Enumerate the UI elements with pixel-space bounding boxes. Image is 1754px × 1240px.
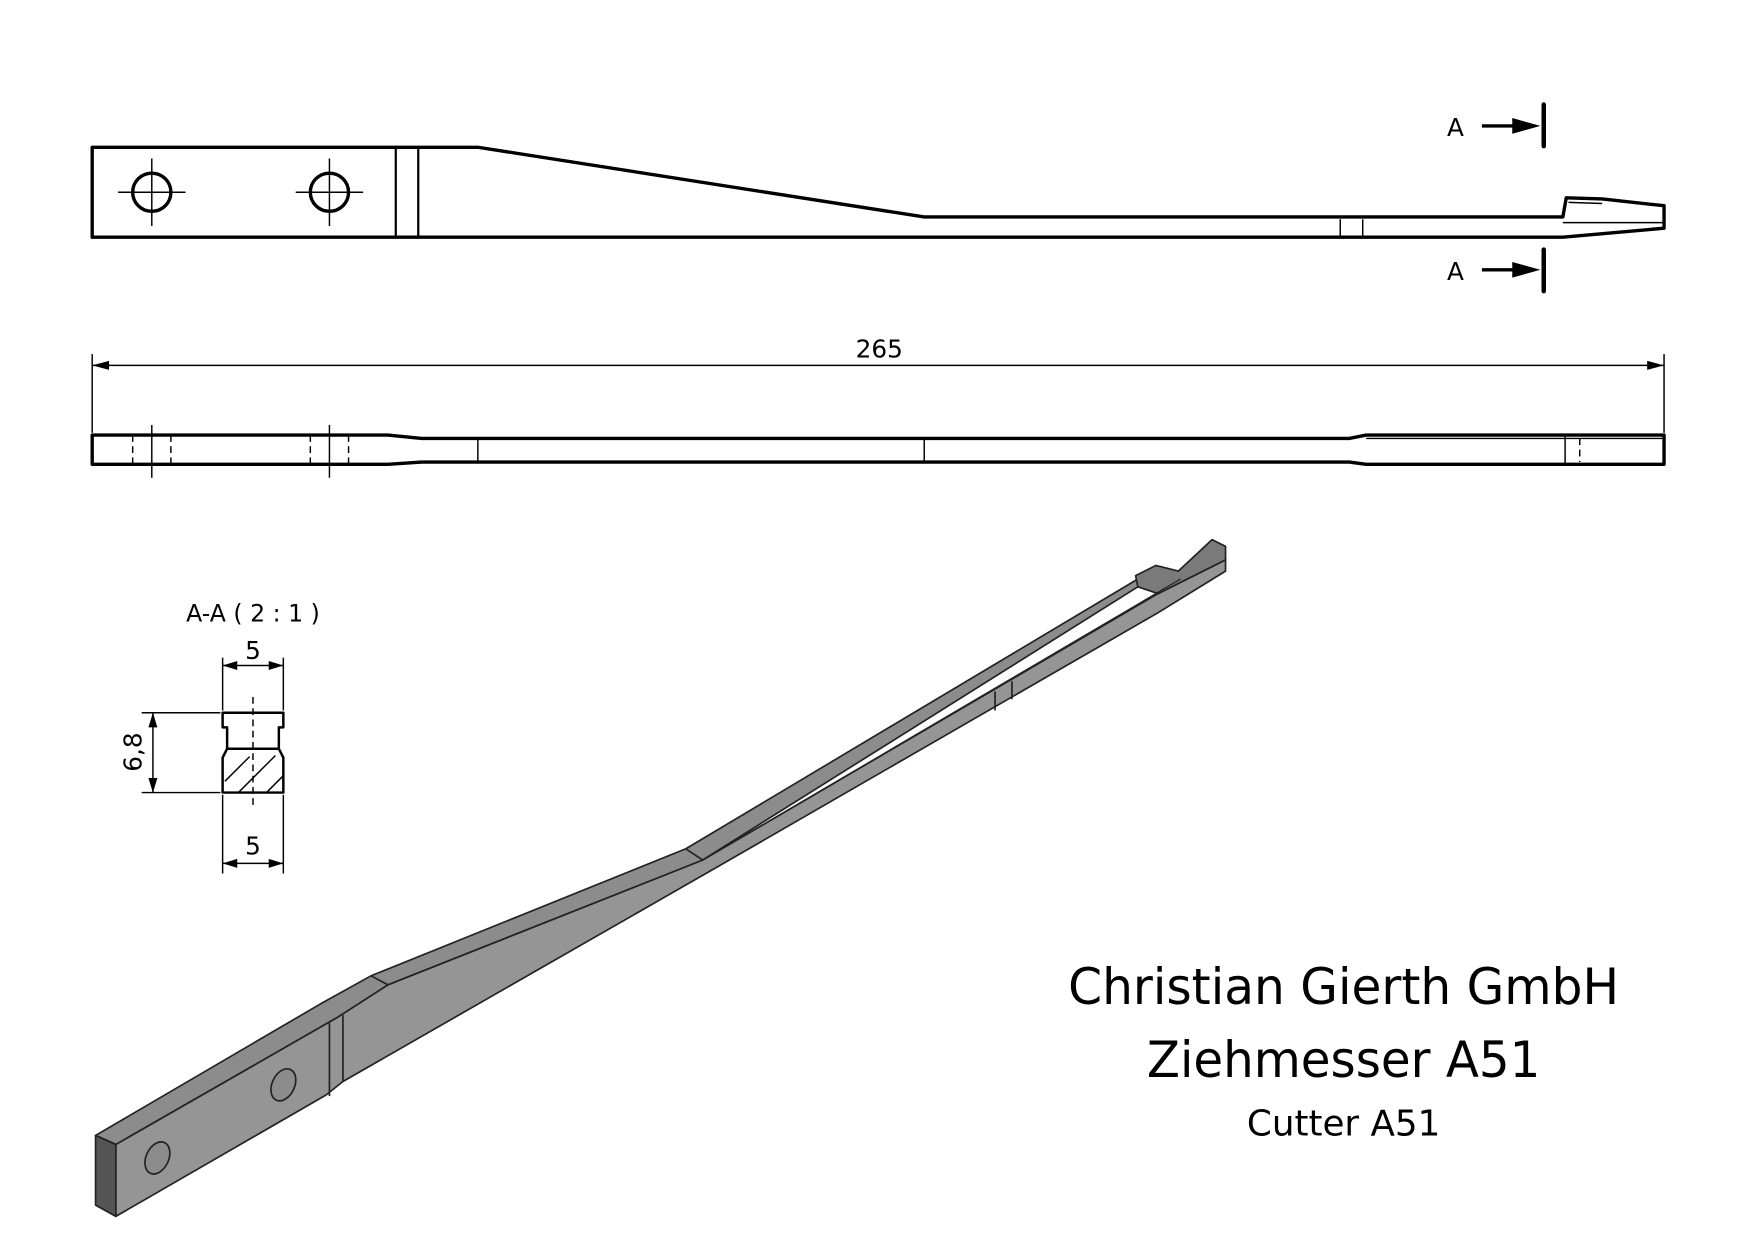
part-tip xyxy=(1134,538,1227,595)
section-label: A xyxy=(1447,257,1464,286)
mounting-hole xyxy=(118,158,186,226)
dimension-width-bottom: 5 xyxy=(245,831,261,860)
title-block: Christian Gierth GmbH Ziehmesser A51 Cut… xyxy=(1068,958,1619,1145)
isometric-view xyxy=(94,538,1227,1218)
dimension-height: 6,8 xyxy=(119,732,148,771)
section-view: A-A ( 2 : 1 ) 5 6,8 5 xyxy=(119,600,320,874)
mounting-hole xyxy=(295,158,364,226)
part-end-face xyxy=(94,1134,117,1218)
section-marker-top: A xyxy=(1447,102,1546,149)
top-view xyxy=(90,145,1666,239)
dimension-width-top: 5 xyxy=(245,636,261,665)
mounting-hole xyxy=(144,1141,171,1175)
section-label: A xyxy=(1447,113,1464,142)
overall-length-dimension: 265 xyxy=(91,334,1665,433)
company-name: Christian Gierth GmbH xyxy=(1068,958,1619,1016)
dimension-value: 265 xyxy=(856,334,903,363)
hatching xyxy=(224,754,284,794)
part-side-face xyxy=(114,559,1227,1218)
mounting-hole xyxy=(270,1068,297,1102)
section-title: A-A ( 2 : 1 ) xyxy=(186,600,320,628)
product-subtitle: Cutter A51 xyxy=(1247,1103,1440,1144)
section-marker-bottom: A xyxy=(1447,247,1546,294)
product-name: Ziehmesser A51 xyxy=(1147,1031,1541,1089)
side-view xyxy=(90,424,1666,478)
